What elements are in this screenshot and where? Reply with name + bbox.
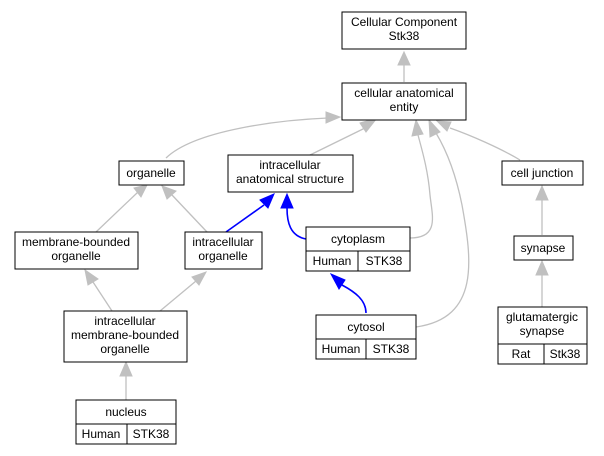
gene-label: STK38 — [373, 342, 410, 356]
node-cellular-component-stk38[interactable]: Cellular Component Stk38 — [341, 11, 467, 50]
arrowhead — [133, 184, 148, 198]
gene-cell — [365, 338, 417, 360]
gene-label: STK38 — [133, 427, 170, 441]
arrowhead — [435, 120, 452, 132]
gene-label: Stk38 — [550, 347, 581, 361]
gene-label: STK38 — [366, 254, 403, 268]
edge-cytoplasm-cae — [409, 134, 434, 239]
node-nucleus[interactable]: nucleus Human STK38 — [75, 399, 177, 445]
node-label: cytosol — [347, 320, 384, 334]
arrowhead — [397, 50, 411, 66]
gene-cell — [357, 250, 411, 272]
edge-imbo-io — [159, 280, 197, 312]
edge-cytosol-cae — [415, 132, 470, 328]
arrowhead — [535, 184, 549, 201]
node-label: membrane-bounded — [22, 235, 130, 249]
node-label: glutamatergic — [506, 310, 578, 324]
node-synapse[interactable]: synapse — [513, 235, 574, 261]
arrowhead — [411, 118, 424, 137]
node-cell-junction[interactable]: cell junction — [501, 160, 584, 186]
species-label: Human — [82, 427, 121, 441]
node-membrane-bounded-organelle[interactable]: membrane-bounded organelle — [14, 231, 139, 270]
node-label: cell junction — [511, 166, 574, 180]
gene-cell — [126, 423, 177, 445]
arrowhead — [259, 193, 275, 209]
species-label: Human — [313, 254, 352, 268]
node-cellular-anatomical-entity[interactable]: cellular anatomical entity — [341, 82, 467, 121]
node-glutamatergic-synapse[interactable]: glutamatergic synapse Rat Stk38 — [497, 306, 588, 365]
arrowhead — [161, 185, 177, 200]
edge-cytosol-cytoplasm[interactable] — [341, 284, 367, 314]
node-intracellular-membrane-bounded-organelle[interactable]: intracellular membrane-bounded organelle — [63, 310, 188, 363]
node-label: organelle — [51, 249, 101, 263]
node-intracellular-anatomical-structure[interactable]: intracellular anatomical structure — [227, 154, 354, 193]
node-cytoplasm[interactable]: cytoplasm Human STK38 — [305, 226, 411, 272]
arrowhead — [329, 272, 346, 290]
arrowhead — [325, 111, 342, 124]
arrowhead — [428, 118, 441, 138]
edge-ias-cae — [309, 127, 366, 156]
edge-io-ias[interactable] — [225, 204, 265, 233]
node-label: synapse — [521, 241, 566, 255]
node-label: organelle — [126, 166, 176, 180]
node-label: entity — [390, 100, 419, 114]
node-cytosol[interactable]: cytosol Human STK38 — [315, 314, 417, 360]
edges — [84, 50, 549, 400]
arrowhead — [84, 268, 99, 286]
node-label: organelle — [100, 342, 150, 356]
node-label: membrane-bounded — [71, 328, 179, 342]
edge-io-organelle — [171, 194, 208, 233]
node-label: cellular anatomical — [354, 86, 453, 100]
arrowhead — [119, 360, 133, 377]
arrowhead — [191, 271, 208, 286]
node-label: Stk38 — [389, 29, 420, 43]
edge-celljunction-cae — [449, 127, 521, 161]
node-label: intracellular — [259, 158, 320, 172]
edge-mbo-organelle — [95, 191, 139, 233]
arrowhead — [535, 259, 549, 276]
gene-cell — [543, 343, 588, 365]
node-organelle[interactable]: organelle — [118, 160, 185, 186]
species-label: Rat — [512, 347, 531, 361]
node-intracellular-organelle[interactable]: intracellular organelle — [184, 231, 263, 270]
node-label: synapse — [520, 324, 565, 338]
node-label: anatomical structure — [236, 172, 344, 186]
node-label: cytoplasm — [331, 232, 385, 246]
node-label: nucleus — [105, 405, 146, 419]
edge-organelle-cae — [165, 117, 329, 159]
edge-imbo-mbo — [92, 281, 113, 312]
nodes: Cellular Component Stk38 cellular anatom… — [14, 11, 588, 445]
node-label: intracellular — [192, 235, 253, 249]
species-label: Human — [322, 342, 361, 356]
node-label: Cellular Component — [351, 15, 458, 29]
node-label: intracellular — [94, 314, 155, 328]
arrowhead — [280, 192, 294, 209]
edge-cytoplasm-ias[interactable] — [286, 207, 307, 240]
node-label: organelle — [198, 249, 248, 263]
